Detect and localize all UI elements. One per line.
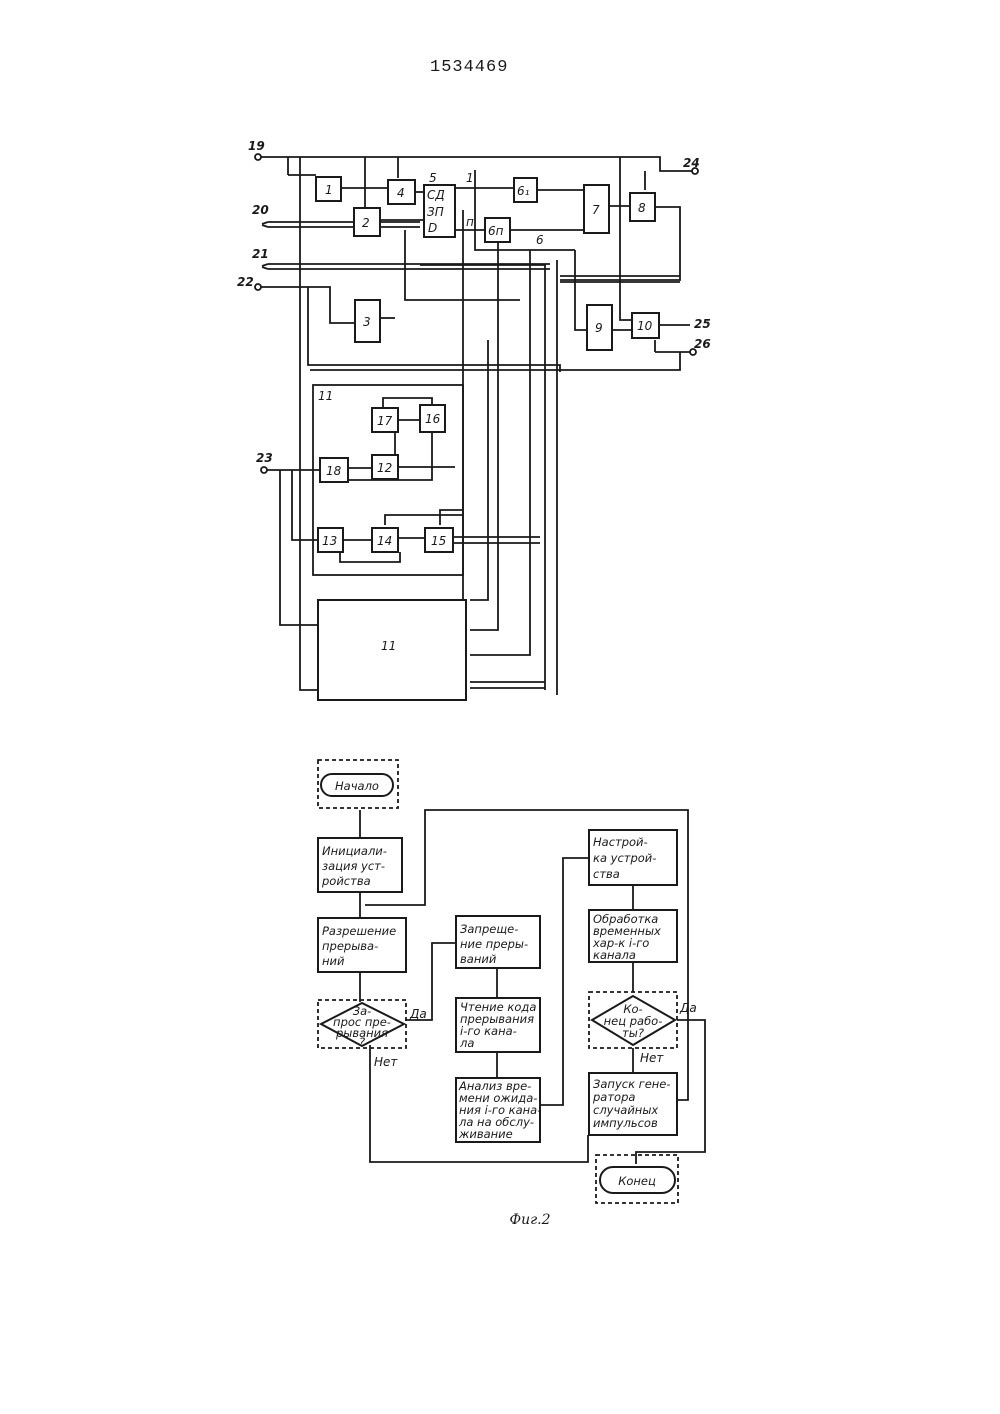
bus-label-1: 1	[466, 171, 474, 185]
wire-b6-b9	[575, 250, 587, 330]
wire-b15-up	[440, 510, 463, 525]
enable-line-3: ний	[322, 954, 345, 968]
block-11-label: 11	[318, 389, 333, 403]
block-14-label: 14	[377, 534, 392, 548]
wire-return	[310, 352, 680, 370]
block-12-label: 12	[377, 461, 392, 475]
disable-line-2: ние преры-	[460, 937, 528, 951]
yes-label-2: Да	[679, 1001, 697, 1015]
enable-line-2: прерыва-	[322, 939, 378, 953]
fig2-flowchart: Начало Инициали- зация уст- ройства Разр…	[318, 760, 705, 1228]
block-17-label: 17	[377, 414, 393, 428]
terminal-22	[255, 284, 261, 290]
block-9-label: 9	[595, 321, 603, 335]
terminal-25-label: 25	[694, 317, 711, 331]
bus-b11	[470, 682, 545, 688]
terminal-24-label: 24	[683, 156, 700, 170]
terminal-21-label: 21	[252, 247, 269, 261]
launch-line-4: импульсов	[593, 1116, 658, 1130]
block-7-label: 7	[592, 203, 600, 217]
disable-line-3: ваний	[460, 952, 497, 966]
terminal-26-label: 26	[694, 337, 711, 351]
init-line-3: ройства	[321, 874, 371, 888]
block-5-row1: СД	[427, 188, 445, 202]
block-8-label: 8	[638, 201, 646, 215]
block-11-outer-label: 11	[381, 639, 396, 653]
block-18-label: 18	[326, 464, 342, 478]
wire-b13-loop	[340, 552, 400, 562]
terminal-19	[255, 154, 261, 160]
wire-b14-up	[385, 515, 463, 525]
disable-line-1: Запреще-	[460, 922, 518, 936]
flow-analysis-setup	[540, 858, 589, 1105]
terminal-22-label: 22	[237, 275, 254, 289]
block-6-group-label: 6	[536, 233, 544, 247]
terminal-23-label: 23	[256, 451, 273, 465]
fig2-caption: Фиг.2	[509, 1212, 550, 1228]
decision-request-line-4: ?	[359, 1035, 365, 1049]
fig1-block-diagram: 1 2 3 4 5 СД ЗП D 1 п 6₁ 6п 6 7 8 9 10 1…	[237, 139, 711, 700]
launch-line-1: Запуск гене-	[593, 1077, 671, 1091]
read-code-line-4: ла	[459, 1036, 474, 1050]
block-4-label: 4	[397, 186, 405, 200]
launch-line-2: ратора	[592, 1090, 635, 1104]
terminal-23	[261, 467, 267, 473]
block-10-label: 10	[637, 319, 653, 333]
wire-bus-down-6	[470, 340, 488, 600]
end-label: Конец	[618, 1174, 656, 1188]
terminal-19-label: 19	[248, 139, 265, 153]
terminal-20-label: 20	[252, 203, 269, 217]
bus-21	[268, 264, 550, 269]
block-2-label: 2	[362, 216, 370, 230]
setup-line-3: ства	[593, 867, 620, 881]
block-5-row3: D	[428, 221, 437, 235]
bus-20	[268, 222, 420, 227]
bus-21-tip	[262, 264, 268, 269]
yes-label-1: Да	[409, 1007, 427, 1021]
bus-label-n: п	[466, 215, 474, 229]
setup-line-2: ка устрой-	[593, 851, 656, 865]
wire-19	[261, 157, 692, 171]
wire-bus-down-3	[470, 240, 498, 630]
decision-end-line-3: ты?	[622, 1026, 644, 1040]
init-line-1: Инициали-	[322, 844, 387, 858]
launch-line-3: случайных	[593, 1103, 658, 1117]
init-line-2: зация уст-	[322, 859, 385, 873]
bus-20-tip	[262, 222, 268, 227]
analysis-line-5: живание	[458, 1127, 513, 1141]
wire-bus-down-4	[470, 250, 530, 655]
block-5-label: 5	[429, 171, 437, 185]
block-15-label: 15	[431, 534, 446, 548]
block-1-label: 1	[325, 183, 333, 197]
block-13-label: 13	[322, 534, 337, 548]
process-line-4: канала	[593, 948, 636, 962]
block-6-n-label: 6п	[488, 224, 504, 238]
no-label-1: Нет	[374, 1055, 398, 1069]
wire-19-down	[300, 157, 318, 690]
start-label: Начало	[335, 779, 379, 793]
no-label-2: Нет	[640, 1051, 664, 1065]
block-5-row2: ЗП	[427, 205, 444, 219]
enable-line-1: Разрешение	[322, 924, 396, 938]
wire-23-b13	[292, 470, 318, 540]
block-3-label: 3	[363, 315, 371, 329]
bus-b15	[453, 537, 540, 543]
block-6-1-label: 6₁	[517, 184, 530, 198]
setup-line-1: Настрой-	[593, 835, 648, 849]
block-16-label: 16	[425, 412, 441, 426]
wire-19-b10	[620, 157, 632, 320]
